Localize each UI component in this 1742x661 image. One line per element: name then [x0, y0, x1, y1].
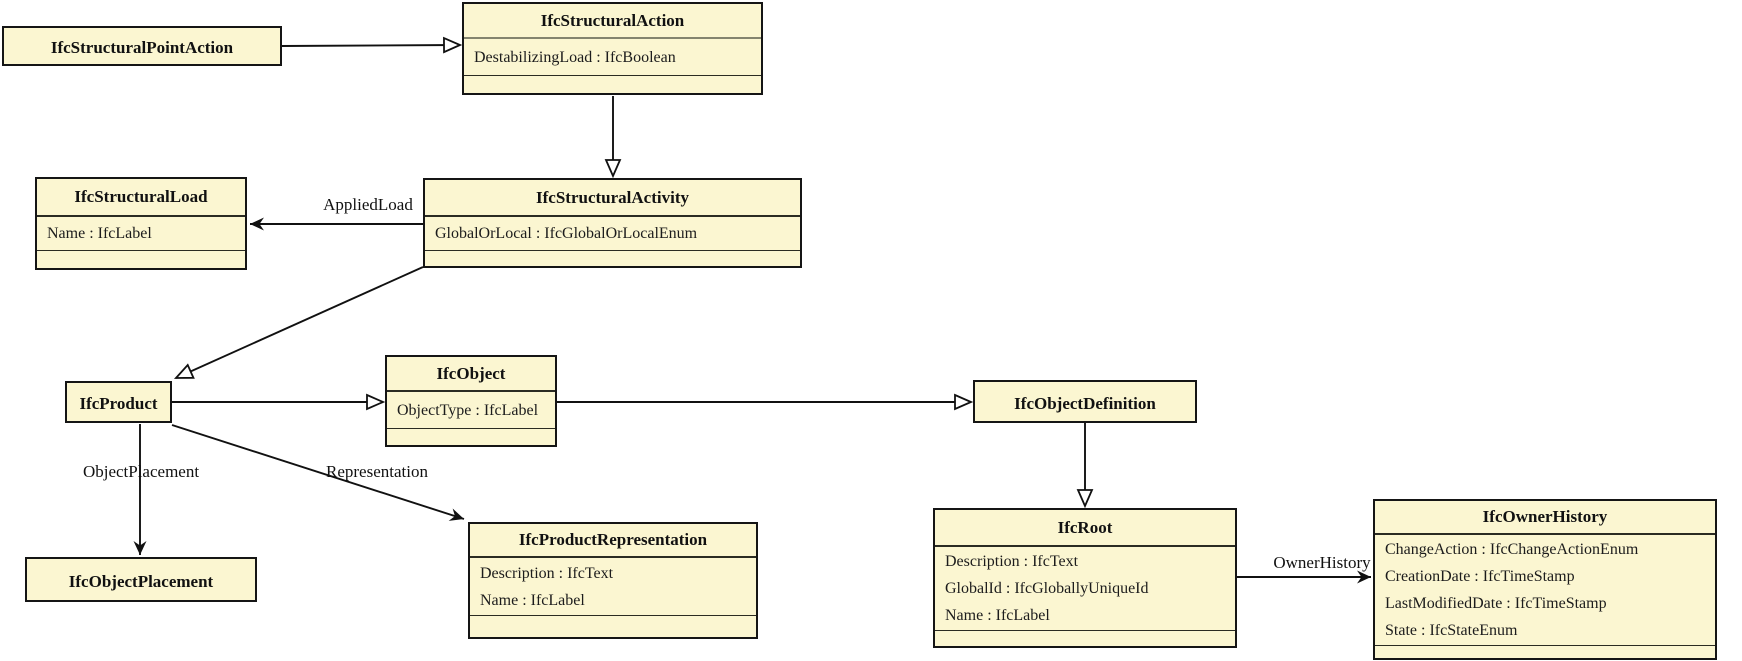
class-attributes: DestabilizingLoad : IfcBoolean: [464, 39, 761, 75]
class-title: IfcStructuralPointAction: [50, 38, 234, 57]
class-title: IfcObject: [387, 357, 555, 392]
class-title: IfcObjectDefinition: [1014, 393, 1156, 413]
attribute: Name : IfcLabel: [945, 607, 1050, 624]
empty-compartment: [464, 75, 761, 93]
class-title: IfcProduct: [79, 394, 158, 413]
attribute: Description : IfcText: [480, 564, 614, 582]
class-title: IfcOwnerHistory: [1375, 501, 1715, 535]
attribute: CreationDate : IfcTimeStamp: [1385, 568, 1575, 585]
class-ifc-object-placement[interactable]: IfcObjectPlacement: [25, 557, 257, 602]
attribute: Description : IfcText: [945, 553, 1079, 570]
attribute: LastModifiedDate : IfcTimeStamp: [1385, 595, 1607, 612]
attribute: Name : IfcLabel: [47, 225, 152, 242]
empty-compartment: [470, 615, 756, 637]
edge-label-ownerhistory: OwnerHistory: [1273, 553, 1371, 572]
attribute: GlobalId : IfcGloballyUniqueId: [945, 580, 1149, 597]
edge-product-to-representation: [171, 424, 465, 521]
empty-compartment: [425, 250, 800, 266]
empty-compartment: [1375, 645, 1715, 661]
edge-label-representation: Representation: [326, 462, 428, 481]
edge-label-appliedload: AppliedLoad: [323, 195, 413, 214]
class-title: IfcRoot: [935, 510, 1235, 547]
class-attributes: Name : IfcLabel: [37, 217, 245, 250]
attribute: ChangeAction : IfcChangeActionEnum: [1385, 541, 1639, 558]
attribute: State : IfcStateEnum: [1385, 622, 1518, 639]
class-ifc-structural-point-action[interactable]: IfcStructuralPointAction: [2, 26, 282, 66]
empty-compartment: [387, 428, 555, 445]
attribute: ObjectType : IfcLabel: [397, 401, 539, 419]
attribute: Name : IfcLabel: [480, 591, 585, 609]
class-ifc-object-definition[interactable]: IfcObjectDefinition: [973, 380, 1197, 423]
attribute: GlobalOrLocal : IfcGlobalOrLocalEnum: [435, 225, 698, 242]
edge-label-objectplacement: ObjectPlacement: [82, 462, 200, 481]
edge-pointaction-to-action: [281, 45, 460, 46]
class-attributes: ObjectType : IfcLabel: [387, 392, 555, 428]
class-ifc-product[interactable]: IfcProduct: [65, 381, 172, 423]
class-title: IfcObjectPlacement: [68, 571, 214, 591]
edge-activity-to-product: [176, 266, 424, 378]
class-title: IfcStructuralActivity: [425, 180, 800, 217]
class-title: IfcStructuralLoad: [37, 179, 245, 217]
empty-compartment: [37, 250, 245, 268]
class-title: IfcProductRepresentation: [470, 524, 756, 558]
class-attributes: GlobalOrLocal : IfcGlobalOrLocalEnum: [425, 217, 800, 250]
class-title: IfcStructuralAction: [464, 4, 761, 39]
empty-compartment: [935, 630, 1235, 646]
attribute: DestabilizingLoad : IfcBoolean: [474, 48, 676, 66]
